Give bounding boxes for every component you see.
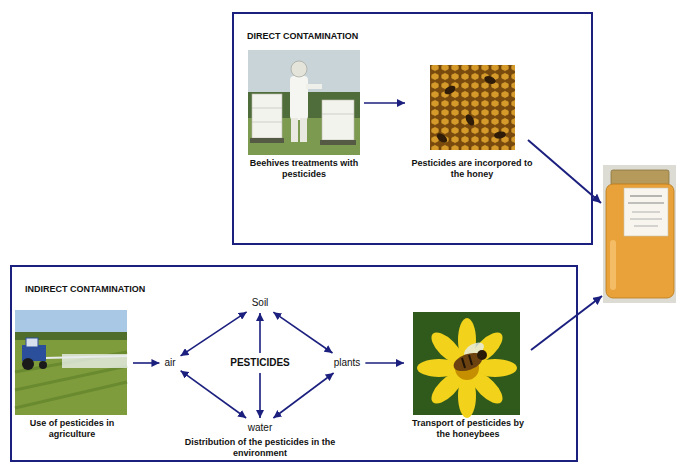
arrow-to-jar <box>528 140 601 203</box>
term-text: plants <box>334 357 361 369</box>
jar-label <box>624 188 668 236</box>
bee <box>435 131 449 144</box>
step-caption: Transport of pesticides by the honeybees <box>406 418 530 440</box>
arrow-connector <box>259 373 261 418</box>
photo-step: Transport of pesticides by the honeybees <box>406 308 530 440</box>
hive-line <box>252 108 282 109</box>
environment-term: air <box>161 355 178 371</box>
spray-boom <box>44 356 127 358</box>
bee <box>464 113 476 127</box>
bee <box>443 84 457 96</box>
photo-ground <box>603 165 676 303</box>
photo-step: Use of pesticides in agriculture <box>13 308 131 440</box>
beekeeper-suit <box>290 76 308 120</box>
beekeeper-veil <box>291 61 307 77</box>
field <box>15 310 127 415</box>
honey-jar-photo <box>603 165 676 303</box>
arrow-connector <box>273 312 332 353</box>
arrow-to-jar <box>531 296 602 350</box>
label-print <box>630 219 662 220</box>
arrow-connector <box>259 313 261 353</box>
environment-term: Soil <box>249 295 272 311</box>
group-panel: INDIRECT CONTAMINATION Use of pesticides … <box>10 265 578 462</box>
bee-stripe <box>469 355 472 365</box>
step-caption: Use of pesticides in agriculture <box>13 418 131 440</box>
step-caption: Beehives treatments with pesticides <box>246 158 362 180</box>
hive-box <box>322 100 354 140</box>
term-text: PESTICIDES <box>230 357 289 369</box>
arrow-connector <box>181 371 247 418</box>
hive-stand <box>250 138 284 143</box>
label-print <box>628 202 664 203</box>
hive-line <box>322 114 354 115</box>
step-caption: Pesticides are incorpored to the honey <box>407 158 537 180</box>
sky <box>248 50 360 155</box>
tractor-wheel <box>39 361 47 369</box>
arrow-connector <box>273 373 333 418</box>
photo-step: Beehives treatments with pesticides <box>246 48 362 180</box>
environment-term: plants <box>331 355 364 371</box>
environment-term: PESTICIDES <box>227 355 292 371</box>
bee-flower-photo <box>413 312 520 418</box>
label-print <box>632 212 660 213</box>
tractor-photo <box>15 310 127 415</box>
arrow-connector <box>133 362 159 364</box>
photo-step: Pesticides are incorpored to the honey <box>407 48 537 180</box>
jar-lid <box>611 170 669 185</box>
bee <box>493 131 506 140</box>
hive-stand <box>320 140 356 145</box>
bee-head <box>477 350 487 360</box>
beekeeper-leg <box>300 118 307 142</box>
arrow-connector <box>181 312 247 356</box>
honeycomb <box>430 65 515 150</box>
group-panel: DIRECT CONTAMINATION Beehives treatments … <box>232 12 593 245</box>
environment-term: water <box>245 420 275 436</box>
beekeeper-arm <box>306 84 322 89</box>
bee-stripe <box>462 358 465 368</box>
crop-row <box>15 382 127 408</box>
term-text: air <box>164 357 175 369</box>
tractor-wheel <box>22 358 34 370</box>
hive-box <box>252 94 282 138</box>
term-text: Soil <box>252 297 269 309</box>
beehive-photo <box>248 50 360 155</box>
label-print <box>630 195 662 196</box>
jar-body <box>606 184 674 298</box>
hive-line <box>252 122 282 123</box>
term-text: water <box>248 422 272 434</box>
beekeeper-leg <box>291 118 298 142</box>
bee <box>483 75 497 86</box>
arrow-connector <box>365 362 404 364</box>
tractor-cab <box>26 338 38 347</box>
arrow-connector <box>364 102 405 104</box>
panel-heading: INDIRECT CONTAMINATION <box>25 284 576 295</box>
honeycomb-photo <box>430 65 515 150</box>
jar-highlight <box>610 240 616 290</box>
section-caption: Distribution of the pesticides in the en… <box>165 437 355 459</box>
label-print <box>634 226 658 227</box>
panel-heading: DIRECT CONTAMINATION <box>247 31 591 42</box>
sky <box>15 310 127 334</box>
flower-petals <box>417 318 517 418</box>
